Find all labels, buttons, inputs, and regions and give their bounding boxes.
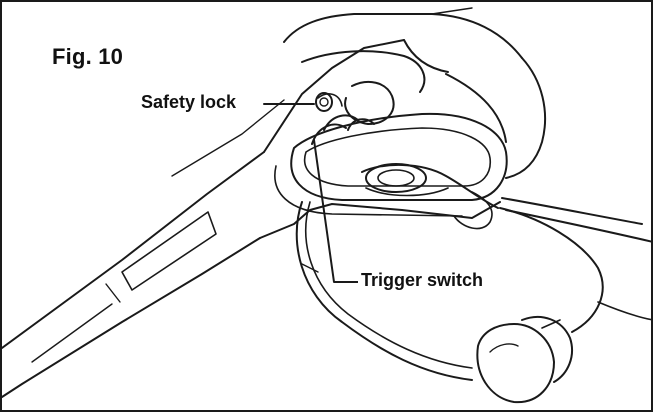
safety-lock-button — [315, 92, 333, 112]
trigger-switch-label: Trigger switch — [358, 270, 487, 291]
trigger-switch-leader — [313, 139, 359, 283]
leader-lines — [263, 103, 359, 283]
gun-handle — [105, 39, 501, 303]
safety-lock-label: Safety lock — [138, 92, 240, 113]
hose — [295, 197, 651, 381]
operator-hand — [283, 7, 546, 179]
figure-title: Fig. 10 — [52, 44, 124, 69]
lance — [2, 151, 265, 398]
hose-coupling — [361, 163, 499, 230]
hose-end-connector — [476, 315, 573, 404]
